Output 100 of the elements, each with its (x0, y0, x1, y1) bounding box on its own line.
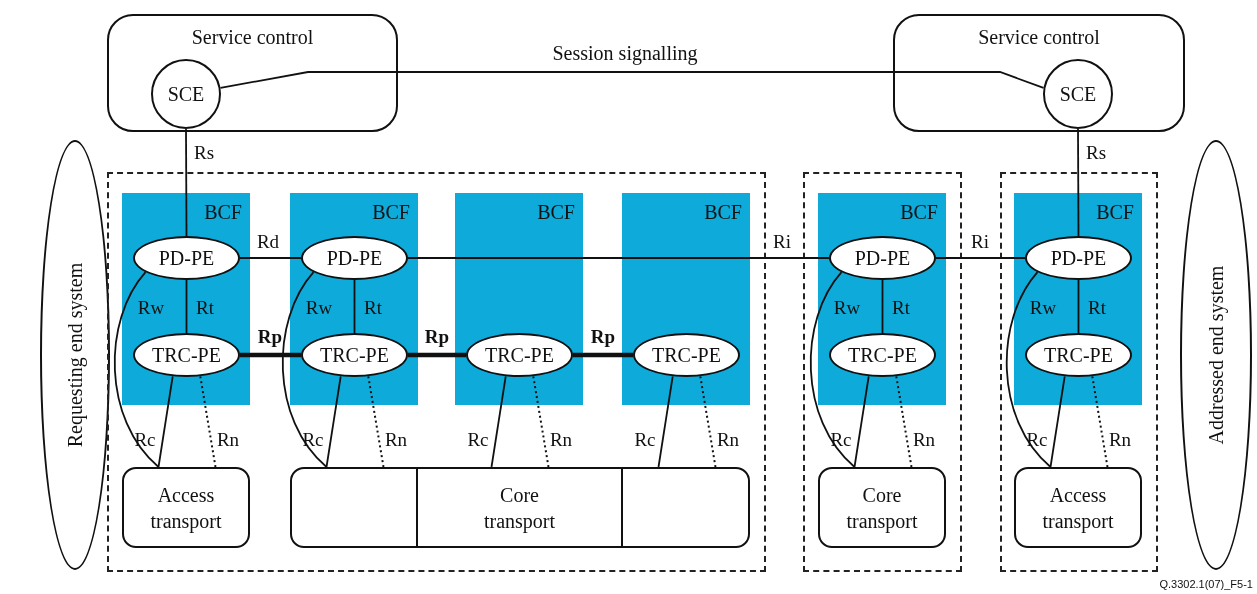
domain-boundary (1000, 172, 1158, 572)
edge-label: Ri (773, 232, 791, 252)
connector-line (239, 257, 302, 259)
end-system-ellipse (40, 140, 110, 570)
edge-label: Rs (193, 143, 215, 163)
connector-line (185, 128, 188, 237)
block-title: BCF (372, 200, 410, 225)
node-label: Requesting end system (63, 262, 88, 448)
connector-line (1091, 375, 1109, 468)
edge-label: Rw (1029, 298, 1057, 318)
edge-label: Rd (256, 232, 280, 252)
edge-label: Rc (134, 430, 156, 450)
connector-line (573, 352, 633, 358)
edge-label: Rc (634, 430, 656, 450)
edge-label: Session signalling (552, 43, 698, 63)
connector-line (408, 352, 466, 358)
edge-label: Rn (912, 430, 936, 450)
edge-label: Rp (257, 327, 283, 347)
edge-label: Rc (1026, 430, 1048, 450)
block-title: BCF (900, 200, 938, 225)
connector-line (1077, 128, 1080, 237)
connector-line (157, 375, 174, 468)
node-label: SCE (1059, 82, 1097, 107)
edge-label: Rw (305, 298, 333, 318)
connector-line (853, 375, 870, 468)
block-title: BCF (204, 200, 242, 225)
connector-line (1049, 375, 1066, 468)
box-title: Service control (977, 25, 1101, 50)
edge-label: Rc (467, 430, 489, 450)
node-label: PD-PE (854, 246, 911, 271)
node-label: TRC-PE (848, 343, 917, 368)
edge-label: Rc (302, 430, 324, 450)
connector-line (810, 271, 856, 468)
connector-line (532, 375, 550, 468)
edge-label: Rs (1085, 143, 1107, 163)
edge-label: Rn (1108, 430, 1132, 450)
edge-label: Rn (216, 430, 240, 450)
connector-line (367, 375, 385, 468)
edge-label: Rp (590, 327, 616, 347)
node-label: TRC-PE (652, 343, 721, 368)
edge-label: Rw (833, 298, 861, 318)
connector-line (490, 375, 507, 468)
connector-line (1077, 279, 1080, 334)
connector-line (282, 271, 328, 468)
node-label: Access transport (1041, 482, 1115, 534)
connector-line (1006, 271, 1052, 468)
figure-id-note: Q.3302.1(07)_F5-1 (1159, 578, 1253, 590)
bcf-block (455, 193, 583, 405)
block-title: BCF (537, 200, 575, 225)
service-control-box (893, 14, 1185, 132)
connector-line (199, 375, 217, 468)
connector-line (407, 257, 830, 259)
connector-line (185, 279, 188, 334)
connector-line (240, 352, 301, 358)
connector-line (895, 375, 913, 468)
node-label: Access transport (149, 482, 223, 534)
node-label: TRC-PE (152, 343, 221, 368)
node-label: PD-PE (326, 246, 383, 271)
box-title: Service control (190, 25, 315, 50)
connector-line (657, 375, 674, 468)
transport-box (122, 467, 250, 548)
transport-segment (290, 467, 418, 548)
block-title: BCF (1096, 200, 1134, 225)
connector-line (353, 279, 356, 334)
domain-boundary (107, 172, 766, 572)
block-title: BCF (704, 200, 742, 225)
node-label: Core transport (845, 482, 919, 534)
node-label: TRC-PE (320, 343, 389, 368)
node-label: SCE (167, 82, 205, 107)
edge-label: Rt (892, 298, 910, 318)
domain-boundary (803, 172, 962, 572)
node-label: TRC-PE (485, 343, 554, 368)
edge-label: Rt (196, 298, 214, 318)
transport-segment (416, 467, 623, 548)
node-label: PD-PE (1050, 246, 1107, 271)
edge-label: Rp (424, 327, 450, 347)
edge-label: Rn (716, 430, 740, 450)
edge-label: Rw (137, 298, 165, 318)
transport-segment (621, 467, 750, 548)
bcf-block (122, 193, 250, 405)
edge-label: Rn (384, 430, 408, 450)
bcf-block (818, 193, 946, 405)
edge-label: Rt (364, 298, 382, 318)
edge-label: Rn (549, 430, 573, 450)
bcf-block (622, 193, 750, 405)
node-label: PD-PE (158, 246, 215, 271)
connector-line (219, 71, 1045, 89)
transport-box (818, 467, 946, 548)
node-label: Addressed end system (1204, 265, 1229, 445)
bcf-block (290, 193, 418, 405)
connector-line (325, 375, 342, 468)
connector-line (113, 271, 160, 468)
connector-line (935, 257, 1026, 259)
edge-label: Rc (830, 430, 852, 450)
connector-line (699, 375, 717, 468)
node-label: TRC-PE (1044, 343, 1113, 368)
edge-label: Ri (971, 232, 989, 252)
service-control-box (107, 14, 398, 132)
edge-label: Rt (1088, 298, 1106, 318)
transport-box (1014, 467, 1142, 548)
